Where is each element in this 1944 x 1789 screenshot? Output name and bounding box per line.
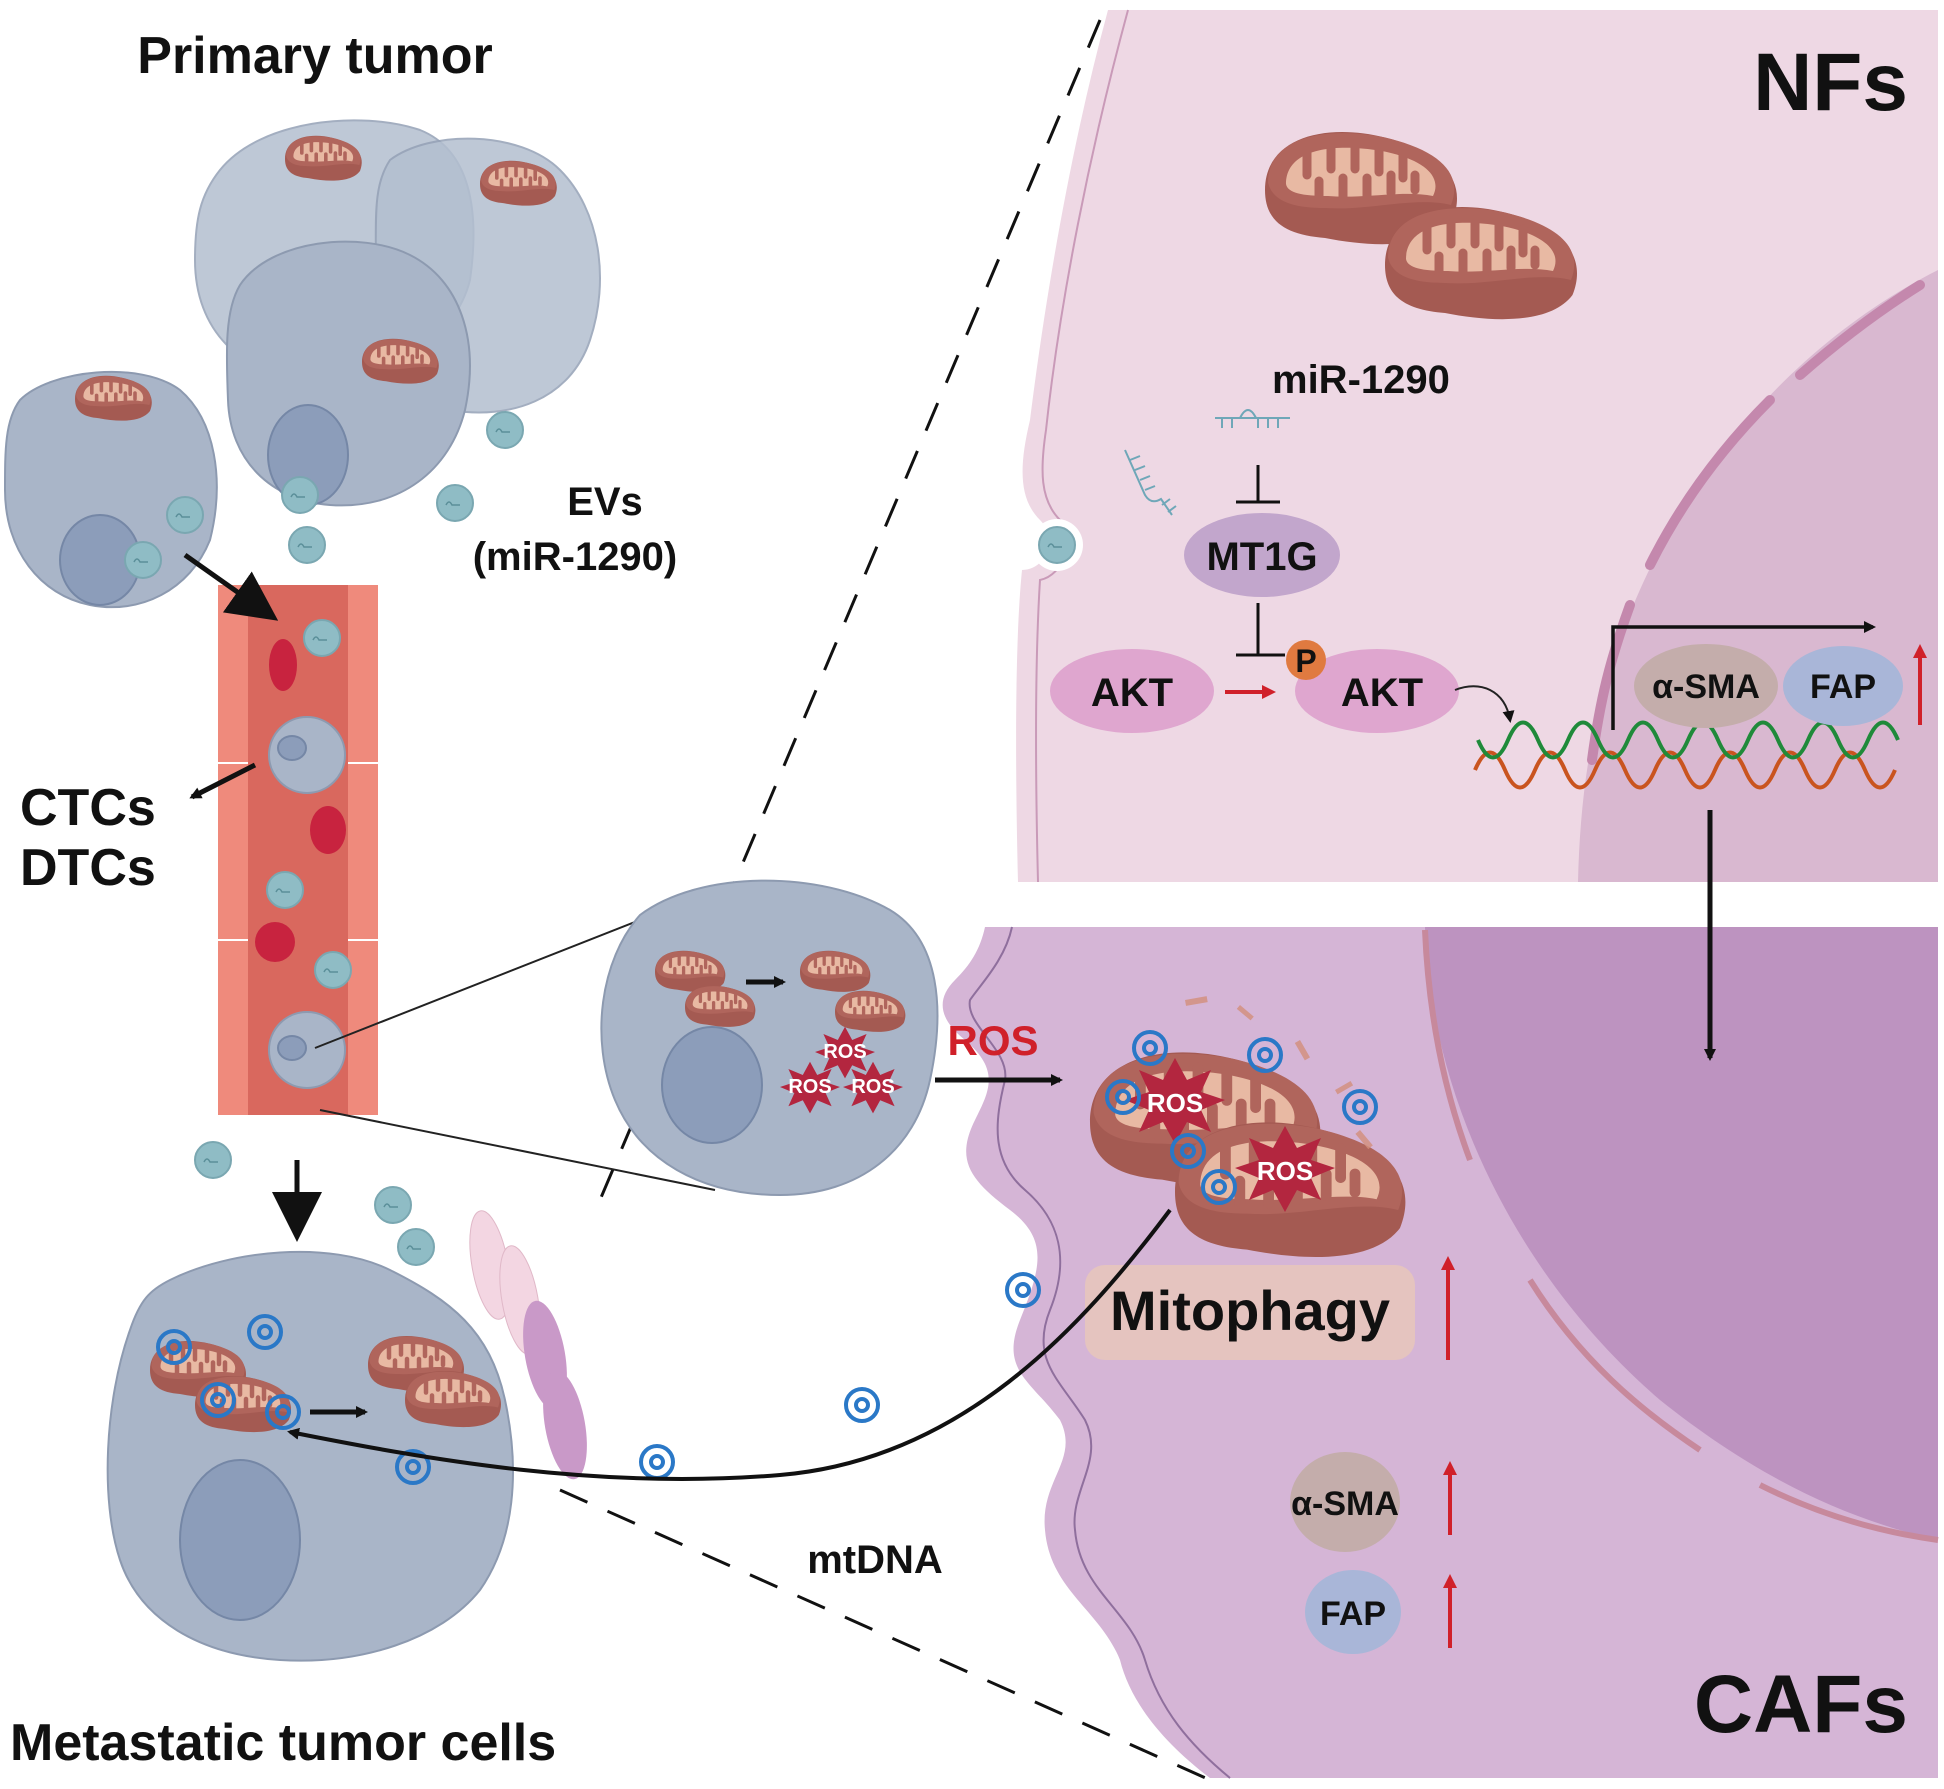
ros-label: ROS: [851, 1076, 894, 1098]
ev-particle-icon: [266, 871, 304, 909]
ev-particle-icon: [288, 526, 326, 564]
phosphate-label: P: [1295, 643, 1316, 679]
mtdna-icon: [844, 1387, 880, 1423]
phosphate-badge: [1286, 640, 1326, 680]
caf-panel: ROS ROS Mitophagy α-SMA FAP CAFs: [942, 810, 1939, 1779]
nf-panel: miR-1290 MT1G AKT P AKT α-SMA FAP: [1016, 9, 1938, 883]
mtdna-transfer-arrow: [287, 1208, 1172, 1481]
fibroblast-icons: [469, 1210, 587, 1480]
alpha-sma-gene-node: [1634, 644, 1778, 728]
metastatic-tumor-cell: [106, 1250, 514, 1662]
ev-particle-icon: [314, 951, 352, 989]
zoom-guide-line: [559, 1488, 1211, 1782]
ros-transfer-label: ROS: [947, 1017, 1038, 1064]
phospho-akt-label: AKT: [1341, 671, 1423, 715]
primary-tumor-label: Primary tumor: [137, 27, 492, 85]
nfs-title: NFs: [1753, 37, 1908, 128]
mtdna-icon: [639, 1444, 675, 1480]
dtcs-label: DTCs: [20, 839, 156, 897]
evs-label: EVs: [567, 480, 643, 524]
intravasation-arrow: [183, 552, 279, 621]
ros-tumor-cell: ROS ROS ROS: [600, 879, 939, 1197]
evs-mirna-label: (miR-1290): [473, 535, 678, 579]
ros-star-a: ROS: [1125, 1058, 1225, 1144]
mirna-icon: [1215, 409, 1290, 428]
ev-particle-icon: [1038, 526, 1076, 564]
ev-particle-icon: [166, 496, 204, 534]
phospho-akt-node: [1295, 649, 1459, 733]
mitophagy-box: [1085, 1265, 1415, 1360]
mt1g-label: MT1G: [1206, 535, 1317, 579]
alpha-sma-marker-node: [1290, 1452, 1400, 1552]
alpha-sma-gene-label: α-SMA: [1652, 668, 1760, 706]
ev-particle-icon: [436, 484, 474, 522]
nf-membrane-line: [1034, 9, 1129, 883]
transcription-arrow: [1611, 621, 1876, 730]
dtc-cell-icon: [268, 1011, 346, 1089]
ev-particle-icon: [194, 1141, 232, 1179]
alpha-sma-marker-label: α-SMA: [1291, 1485, 1399, 1523]
ros-label: ROS: [788, 1076, 831, 1098]
fap-marker-node: [1305, 1570, 1401, 1654]
svg-text:ROS: ROS: [1147, 1088, 1203, 1118]
metastatic-label: Metastatic tumor cells: [10, 1714, 556, 1772]
caf-membrane-line: [968, 926, 1231, 1779]
blood-vessel: [218, 585, 378, 1115]
ev-particle-icon: [374, 1186, 412, 1224]
red-blood-cell-icon: [269, 639, 297, 691]
free-mirna-icon: [1124, 449, 1177, 516]
fap-marker-label: FAP: [1320, 1595, 1386, 1633]
ev-particle-icon: [124, 541, 162, 579]
primary-tumor-group: Primary tumor EVs (miR-1290): [3, 27, 678, 609]
nuclear-translocation-arrow: [1454, 685, 1515, 723]
mitophagy-label: Mitophagy: [1110, 1279, 1390, 1342]
fap-gene-node: [1783, 646, 1903, 726]
mt1g-node: [1184, 513, 1340, 597]
mirna-label: miR-1290: [1272, 358, 1450, 402]
callout-line: [319, 1109, 716, 1191]
dna-helix-icon: [1473, 720, 1900, 790]
akt-node: [1050, 649, 1214, 733]
red-blood-cell-icon: [255, 922, 295, 962]
ev-particle-icon: [303, 619, 341, 657]
caf-nucleus: [1425, 927, 1938, 1540]
callout-line: [314, 919, 641, 1049]
ros-label: ROS: [823, 1041, 866, 1063]
ctc-pointer-arrow: [189, 762, 257, 800]
akt-label: AKT: [1091, 671, 1173, 715]
ev-particle-icon: [281, 476, 319, 514]
nf-nucleus: [1578, 270, 1938, 882]
inhibition-line: [1236, 465, 1280, 504]
ev-particle-icon: [486, 411, 524, 449]
red-blood-cell-icon: [310, 806, 346, 854]
cafs-title: CAFs: [1694, 1659, 1908, 1750]
ev-particle-icon: [397, 1228, 435, 1266]
inhibition-line: [1236, 603, 1285, 657]
fap-gene-label: FAP: [1810, 668, 1876, 706]
ros-star-b: ROS: [1235, 1126, 1335, 1212]
svg-text:ROS: ROS: [1257, 1156, 1313, 1186]
mtdna-label: mtDNA: [807, 1538, 943, 1582]
mito-debris: [1184, 996, 1373, 1150]
ctcs-label: CTCs: [20, 779, 156, 837]
